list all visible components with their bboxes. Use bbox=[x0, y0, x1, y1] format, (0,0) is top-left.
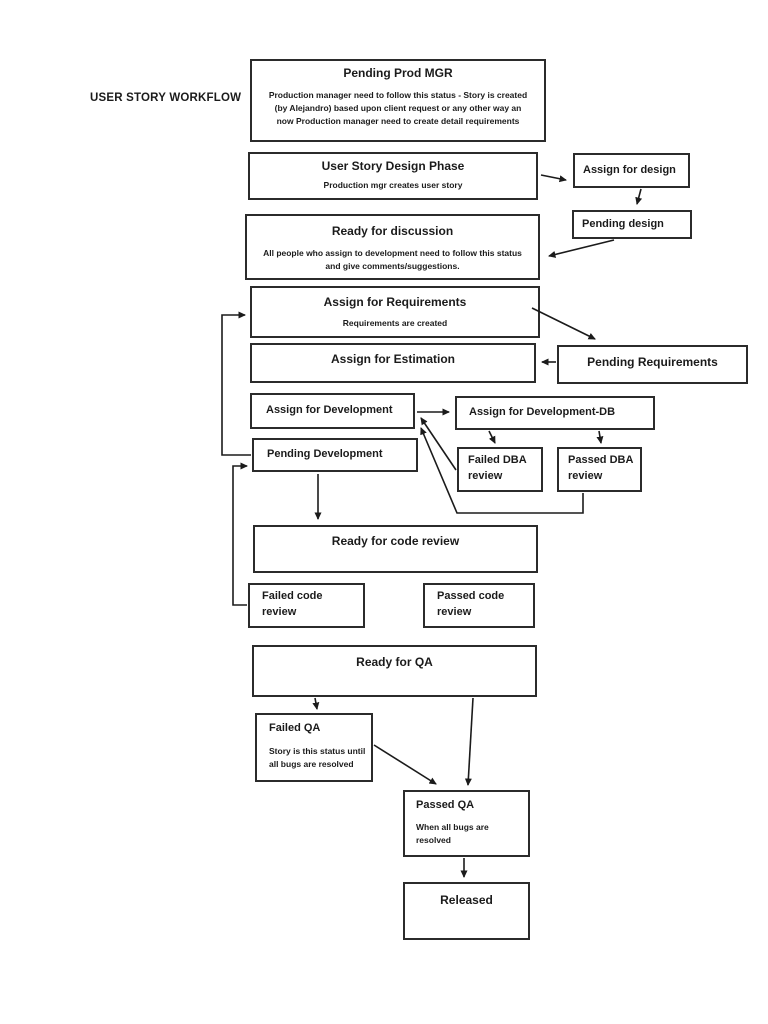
node-title: Pending design bbox=[582, 217, 664, 230]
node-pending-requirements: Pending Requirements bbox=[557, 345, 748, 384]
node-pending-design: Pending design bbox=[572, 210, 692, 239]
node-body: When all bugs are resolved bbox=[416, 821, 489, 846]
edge-pending-development-to-assign-for-requirements bbox=[221, 311, 251, 456]
edge-ready-for-qa-to-failed-qa bbox=[312, 697, 320, 710]
node-failed-dba-review: Failed DBA review bbox=[457, 447, 543, 492]
node-title: Failed code review bbox=[262, 590, 323, 618]
node-body: Production manager need to follow this s… bbox=[268, 90, 528, 127]
node-failed-code-review: Failed code review bbox=[248, 583, 365, 628]
node-assign-for-requirements: Assign for Requirements Requirements are… bbox=[250, 286, 540, 338]
node-body: Requirements are created bbox=[342, 318, 448, 328]
node-title: Pending Requirements bbox=[587, 355, 718, 369]
node-title: Released bbox=[440, 893, 493, 907]
node-title: User Story Design Phase bbox=[321, 159, 465, 173]
edge-assign-for-design-to-pending-design bbox=[635, 188, 643, 205]
edge-assign-for-requirements-to-pending-requirements bbox=[531, 307, 596, 340]
node-released: Released bbox=[403, 882, 530, 940]
node-pending-development: Pending Development bbox=[252, 438, 418, 472]
node-assign-for-development: Assign for Development bbox=[250, 393, 415, 429]
node-title: Assign for Estimation bbox=[330, 352, 455, 366]
node-body: Production mgr creates user story bbox=[323, 180, 463, 190]
node-ready-for-discussion: Ready for discussion All people who assi… bbox=[245, 214, 540, 280]
node-ready-for-qa: Ready for QA bbox=[252, 645, 537, 697]
node-ready-for-code-review: Ready for code review bbox=[253, 525, 538, 573]
node-title: Passed code review bbox=[437, 590, 505, 618]
node-title: Assign for design bbox=[583, 163, 676, 176]
node-body: All people who assign to development nee… bbox=[263, 248, 522, 272]
node-passed-qa: Passed QA When all bugs are resolved bbox=[403, 790, 530, 857]
workflow-title: USER STORY WORKFLOW bbox=[90, 92, 242, 104]
node-assign-for-estimation: Assign for Estimation bbox=[250, 343, 536, 383]
node-title: Passed QA bbox=[416, 799, 475, 811]
edge-dev-db-to-passed-dba-review bbox=[596, 430, 604, 444]
node-title: Assign for Requirements bbox=[323, 295, 467, 309]
edge-pending-design-to-ready-for-discussion bbox=[548, 239, 615, 258]
edge-failed-code-review-to-pending-development bbox=[232, 462, 248, 606]
node-title: Assign for Development-DB bbox=[469, 406, 616, 419]
node-title: Ready for code review bbox=[331, 534, 460, 548]
node-passed-code-review: Passed code review bbox=[423, 583, 535, 628]
node-body: Story is this status until all bugs are … bbox=[269, 745, 366, 770]
node-passed-dba-review: Passed DBA review bbox=[557, 447, 642, 492]
node-title: Assign for Development bbox=[266, 404, 393, 417]
node-title: Passed DBA review bbox=[568, 454, 634, 482]
node-title: Pending Development bbox=[267, 448, 383, 461]
node-assign-for-development-db: Assign for Development-DB bbox=[455, 396, 655, 430]
node-assign-for-design: Assign for design bbox=[573, 153, 690, 188]
node-user-story-design-phase: User Story Design Phase Production mgr c… bbox=[248, 152, 538, 200]
edge-failed-dba-review-to-assign-for-development bbox=[420, 417, 457, 471]
edge-failed-qa-to-passed-qa bbox=[373, 744, 437, 785]
node-title: Failed DBA review bbox=[468, 454, 527, 482]
node-title: Ready for QA bbox=[356, 655, 433, 669]
node-title: Pending Prod MGR bbox=[343, 66, 453, 80]
node-title: Failed QA bbox=[269, 722, 321, 734]
node-title: Ready for discussion bbox=[331, 224, 454, 238]
edge-design-phase-to-assign-for-design bbox=[540, 174, 567, 183]
node-failed-qa: Failed QA Story is this status until all… bbox=[255, 713, 373, 782]
edge-dev-db-to-failed-dba-review bbox=[488, 430, 496, 444]
edge-ready-for-qa-to-passed-qa bbox=[464, 697, 474, 786]
node-pending-prod-mgr: Pending Prod MGR Production manager need… bbox=[250, 59, 546, 142]
